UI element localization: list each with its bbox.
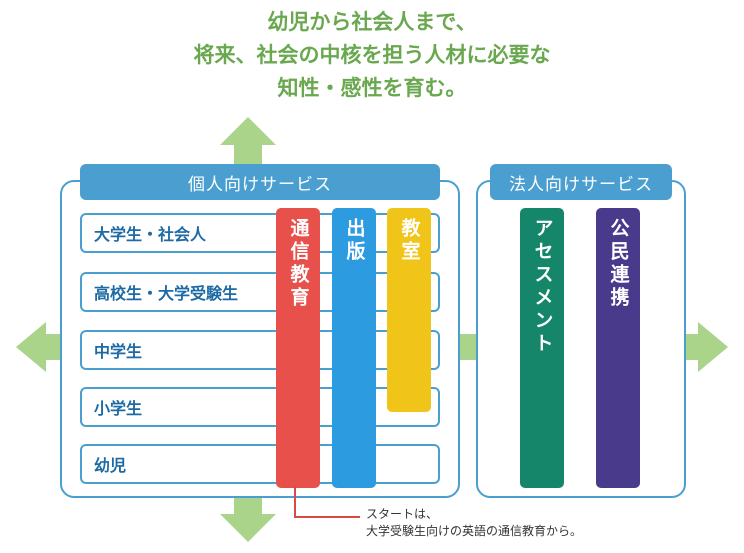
start-note-line-1: スタートは、 [366,507,439,521]
headline-line-2: 将来、社会の中核を担う人材に必要な [193,43,551,67]
bar-publishing-label: 出版 [343,218,366,264]
bar-assessment-label: アセスメント [531,218,554,356]
row-preschool: 幼児 [80,444,440,484]
bar-correspondence-education: 通信教育 [276,208,320,488]
row-junior-high: 中学生 [80,330,440,370]
bar-classroom: 教室 [387,208,431,412]
corporate-services-title: 法人向けサービス [490,164,672,200]
headline-line-1: 幼児から社会人まで、 [267,10,477,34]
row-elementary: 小学生 [80,387,440,427]
individual-services-title: 個人向けサービス [80,164,440,200]
start-note-line-2: 大学受験生向けの英語の通信教育から。 [366,524,583,538]
bar-publishing: 出版 [332,208,376,488]
headline-line-3: 知性・感性を育む。 [277,76,467,100]
bar-correspondence-education-label: 通信教育 [287,218,310,310]
bar-public-private-partnership: 公民連携 [596,208,640,488]
bar-classroom-label: 教室 [398,218,421,264]
corporate-services-panel [476,180,686,498]
note-leader-line [294,486,360,518]
headline: 幼児から社会人まで、 将来、社会の中核を担う人材に必要な 知性・感性を育む。 [0,6,744,105]
bar-assessment: アセスメント [520,208,564,488]
start-note: スタートは、 大学受験生向けの英語の通信教育から。 [366,506,582,540]
row-high-school: 高校生・大学受験生 [80,272,440,312]
bar-public-private-partnership-label: 公民連携 [607,218,630,310]
row-university-adult: 大学生・社会人 [80,213,440,253]
